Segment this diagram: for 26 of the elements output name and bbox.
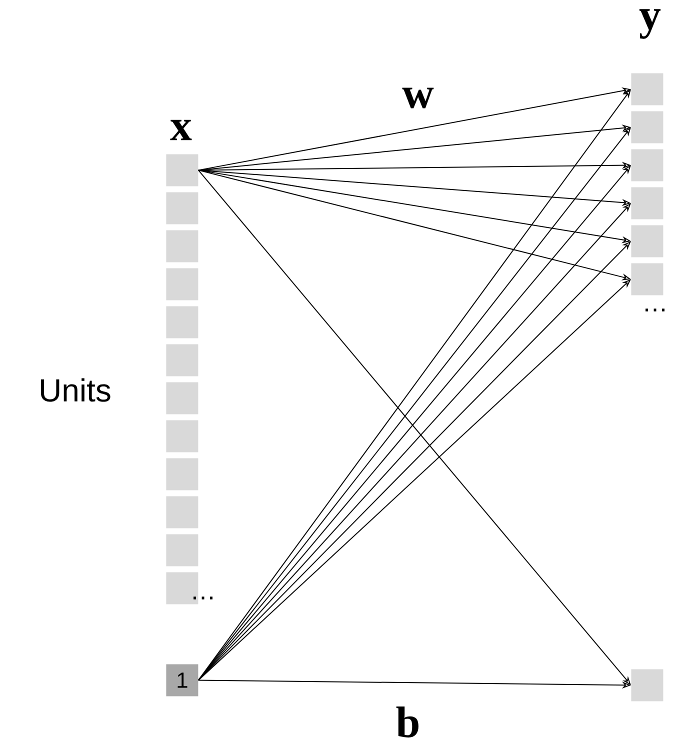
unit-box <box>166 306 198 338</box>
unit-box <box>631 73 664 106</box>
axis-label: Units <box>41 378 110 402</box>
vector-label: x <box>170 120 192 140</box>
unit-box <box>166 230 198 262</box>
unit-box <box>631 669 664 702</box>
vector-label: w <box>402 88 434 108</box>
ellipsis: … <box>194 596 212 600</box>
vector-label: b <box>396 706 418 738</box>
unit-box <box>166 382 198 414</box>
unit-box <box>166 344 198 376</box>
unit-box <box>166 534 198 566</box>
unit-box <box>166 420 198 452</box>
ellipsis: … <box>646 308 664 312</box>
unit-box <box>631 225 664 258</box>
unit-box <box>166 268 198 300</box>
unit-box <box>631 263 664 296</box>
vector-label: y <box>639 9 661 39</box>
unit-box <box>631 149 664 182</box>
unit-box <box>631 111 664 144</box>
unit-box <box>166 154 198 186</box>
unit-box <box>166 496 198 528</box>
unit-box <box>166 458 198 490</box>
unit-box <box>631 187 664 220</box>
unit-box <box>166 192 198 224</box>
bias-unit: 1 <box>166 664 198 696</box>
